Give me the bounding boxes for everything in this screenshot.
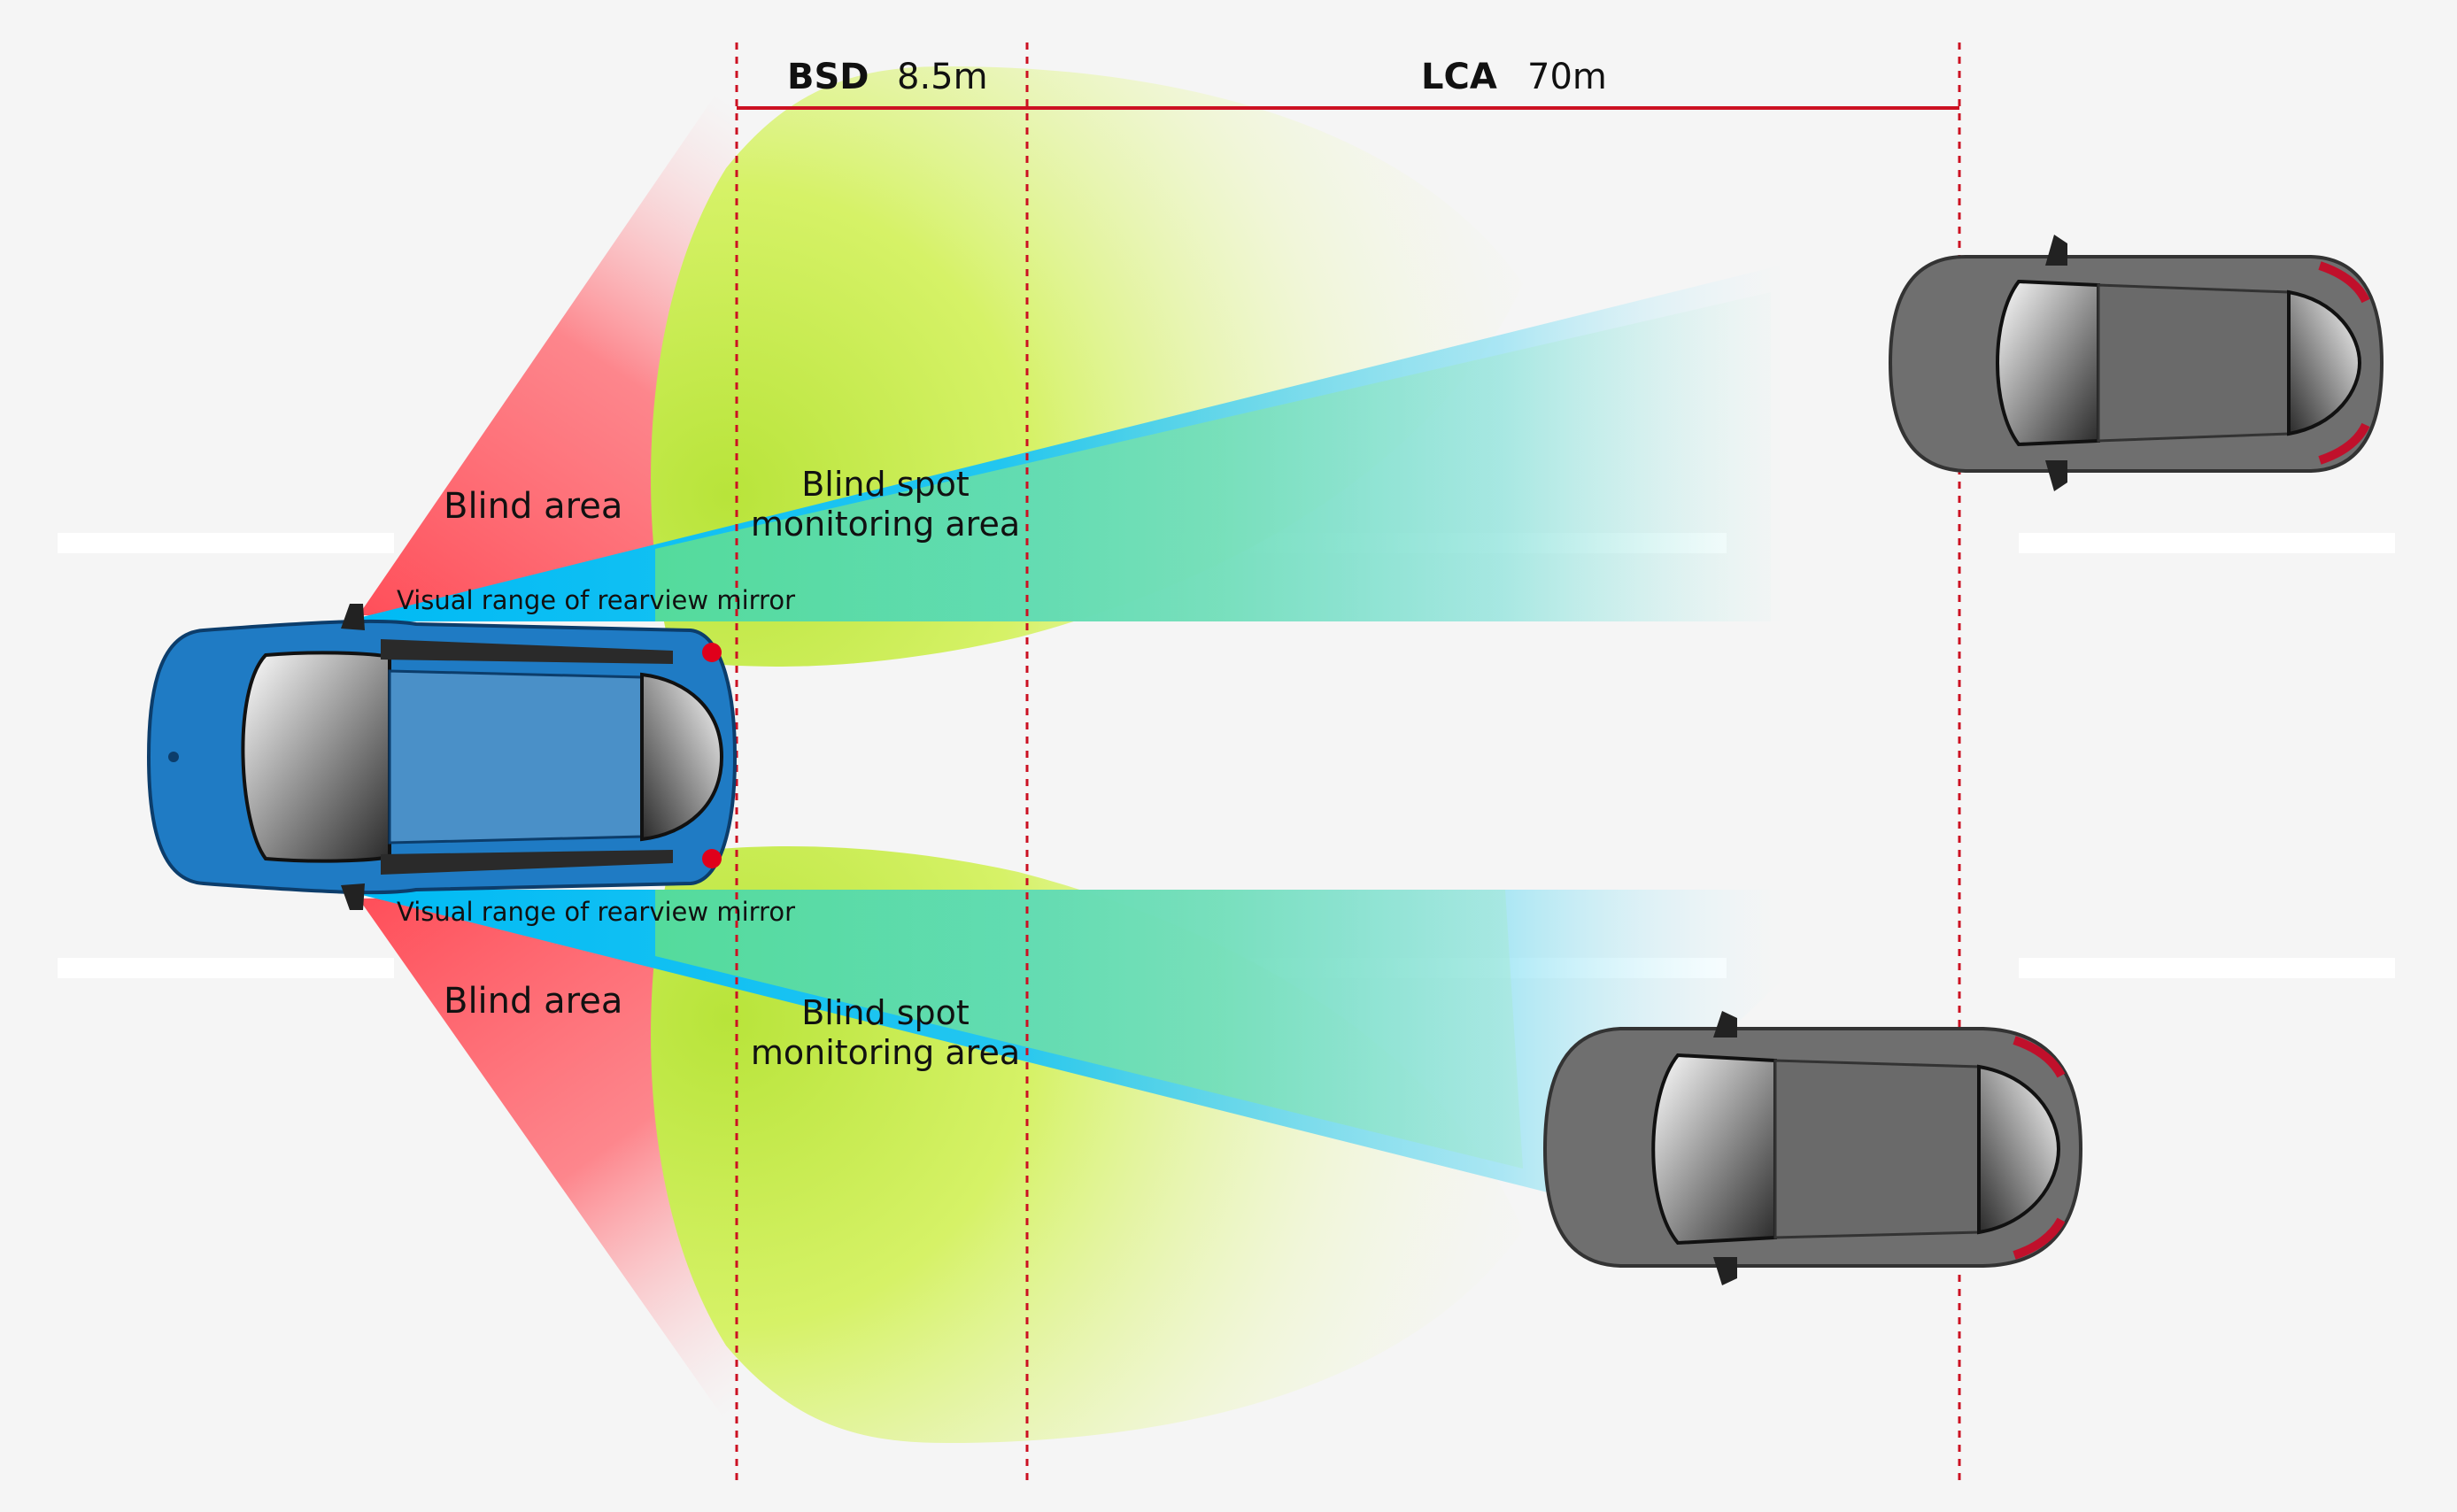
lower-mirror-range-label: Visual range of rearview mirror	[397, 897, 795, 927]
lower-overlap-zone	[655, 890, 1523, 1169]
lower-target-car	[1542, 1011, 2083, 1285]
upper-radar-sensor	[702, 643, 722, 662]
upper-bsm-label-line1: Blind spot	[801, 465, 970, 504]
lca-value: 70m	[1527, 57, 1607, 97]
lower-radar-sensor	[702, 849, 722, 868]
upper-mirror-range-label: Visual range of rearview mirror	[397, 585, 795, 615]
lower-blind-area-label: Blind area	[444, 981, 622, 1022]
lower-blind-area-zone	[359, 894, 744, 1434]
upper-blind-area-label: Blind area	[444, 486, 622, 527]
lca-label: LCA	[1421, 57, 1497, 97]
ego-car	[146, 604, 738, 910]
lower-bsm-label-line2: monitoring area	[751, 1033, 1020, 1072]
upper-target-car	[1888, 235, 2384, 491]
lower-bsm-label-line1: Blind spot	[801, 993, 970, 1032]
upper-bsm-label-line2: monitoring area	[751, 505, 1020, 544]
bsd-label: BSD	[787, 57, 869, 97]
bsd-value: 8.5m	[897, 57, 988, 97]
upper-blind-area-zone	[359, 66, 744, 620]
upper-overlap-zone	[655, 292, 1771, 621]
